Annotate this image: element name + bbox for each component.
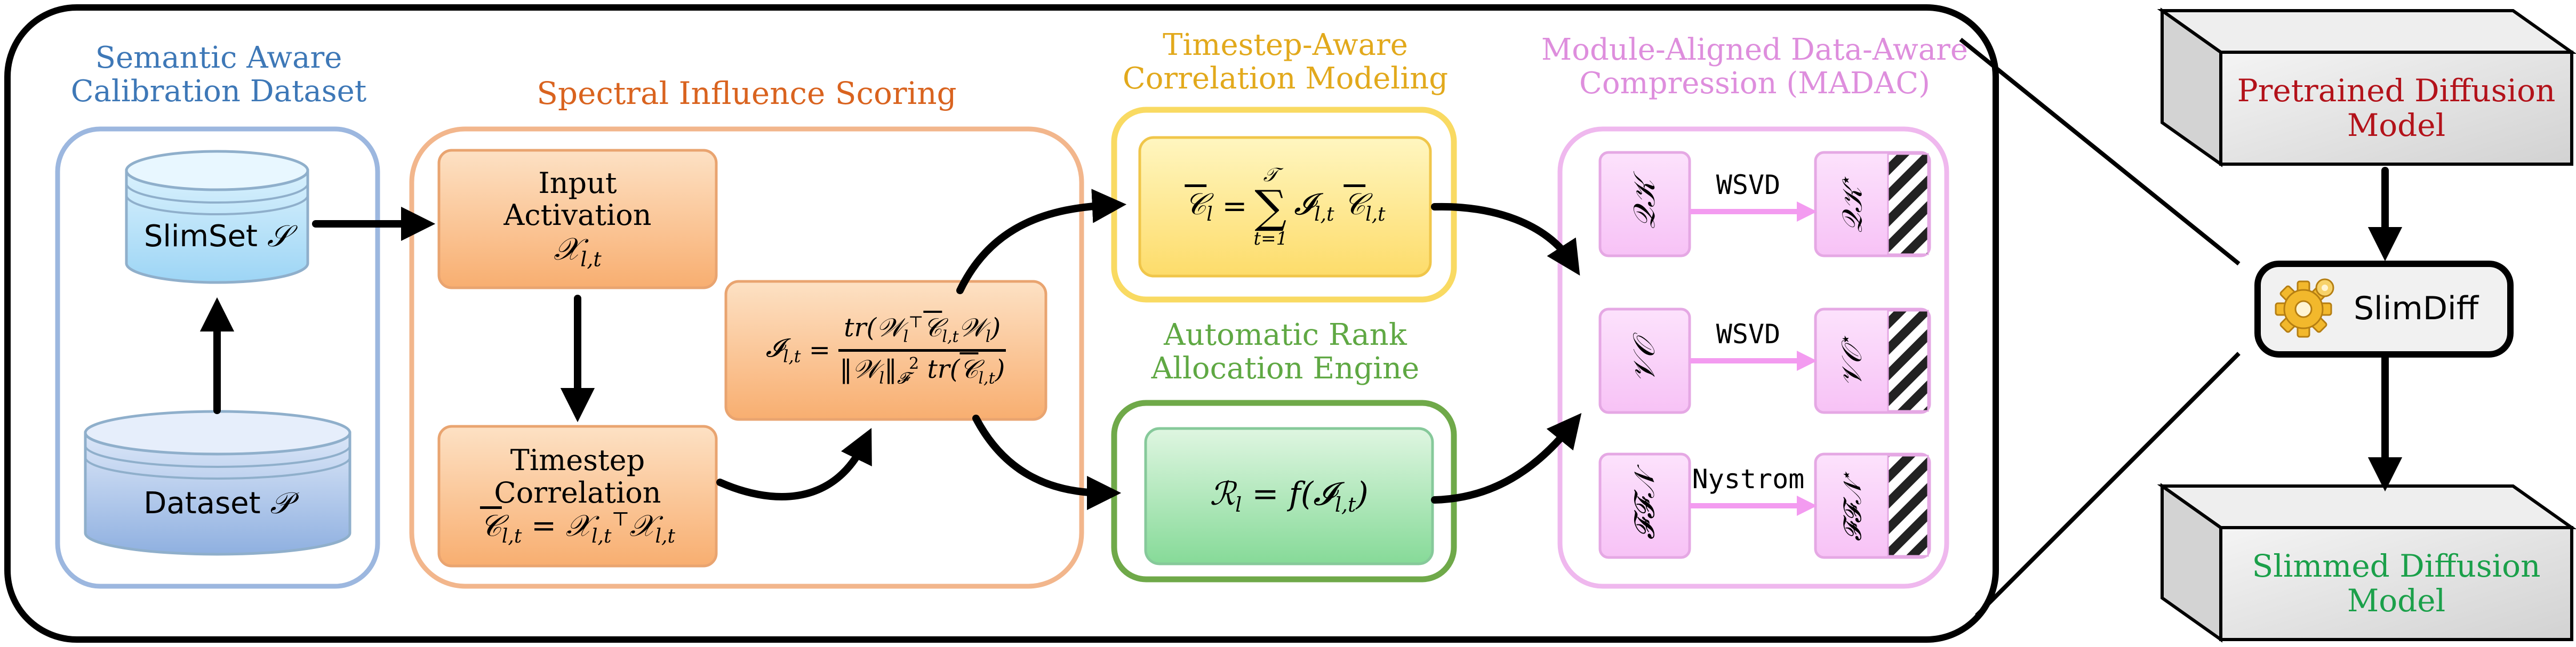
rank-title-line1: Automatic Rank xyxy=(1164,318,1407,353)
corr-line2: Correlation xyxy=(494,475,661,509)
module-qk-method: WSVD xyxy=(1716,169,1781,200)
slimmed-line1: Slimmed Diffusion xyxy=(2252,548,2541,585)
aggregate-terms: 𝓘l,t 𝒞l,t xyxy=(1294,187,1386,225)
module-ffn-output: 𝓕𝓕𝒩⋆ xyxy=(1836,471,1867,541)
aggregate-lhs: 𝒞l xyxy=(1185,187,1213,225)
slimmed-model-label: Slimmed Diffusion Model xyxy=(2221,528,2572,640)
zoom-line-bottom xyxy=(1975,352,2241,617)
madac-group-title: Module-Aligned Data-Aware Compression (M… xyxy=(1523,18,1987,116)
arrow-timestep-to-madac xyxy=(1431,203,1580,276)
module-vo-output: 𝒱𝒪⋆ xyxy=(1835,335,1869,387)
spectral-group-title: Spectral Influence Scoring xyxy=(469,67,1024,120)
rank-formula-text: ℛl = f(𝓘l,t) xyxy=(1146,428,1433,564)
timestep-correlation-text: Timestep Correlation 𝒞l,t = 𝒳l,t⊤𝒳l,t xyxy=(439,426,716,566)
semantic-title-line2: Calibration Dataset xyxy=(70,74,367,109)
influence-numerator: tr(𝒲l⊤𝒞l,t𝒲l) xyxy=(838,313,1006,352)
arrow-correlation-to-influence xyxy=(716,428,872,500)
rank-formula-node xyxy=(1144,427,1434,565)
influence-denominator: ‖𝒲l‖𝓕2 tr(𝒞l,t) xyxy=(839,354,1005,388)
module-qk-output: 𝒬𝒦⋆ xyxy=(1835,175,1869,233)
module-vo-method: WSVD xyxy=(1716,319,1781,350)
influence-fraction: tr(𝒲l⊤𝒞l,t𝒲l) ‖𝒲l‖𝓕2 tr(𝒞l,t) xyxy=(838,313,1006,387)
aggregate-formula-text: 𝒞l = 𝒯 ∑ t=1 𝓘l,t 𝒞l,t xyxy=(1140,138,1430,276)
aggregate-formula-node xyxy=(1138,136,1432,278)
dataset-label: Dataset 𝒫 xyxy=(85,469,350,538)
influence-eq: = xyxy=(809,335,830,365)
timestep-title-line1: Timestep-Aware xyxy=(1163,28,1408,63)
influence-formula-text: 𝓘l,t = tr(𝒲l⊤𝒞l,t𝒲l) ‖𝒲l‖𝓕2 tr(𝒞l,t) xyxy=(723,281,1049,419)
influence-lhs: 𝓘l,t xyxy=(765,333,801,367)
gear-icon xyxy=(2275,278,2334,338)
module-ffn-input: 𝓕𝓕𝒩 xyxy=(1628,472,1661,540)
input-line2: Activation xyxy=(503,198,652,232)
corr-line1: Timestep xyxy=(510,443,645,478)
spectral-title: Spectral Influence Scoring xyxy=(537,75,957,111)
input-var: 𝒳l,t xyxy=(554,230,602,271)
aggregate-eq: = xyxy=(1222,189,1247,224)
madac-modules xyxy=(1598,151,1931,559)
slimmed-model-box xyxy=(2157,483,2576,643)
slimdiff-label: SlimDiff xyxy=(2331,264,2501,354)
module-vo-input: 𝒱𝒪 xyxy=(1627,339,1662,383)
flow-arrows xyxy=(199,167,2403,511)
zoom-line-top xyxy=(1959,37,2241,266)
slimmed-line2: Model xyxy=(2347,583,2446,619)
input-line1: Input xyxy=(538,166,617,200)
timestep-title-line2: Correlation Modeling xyxy=(1122,61,1449,96)
slimset-text: SlimSet xyxy=(143,219,258,254)
module-ffn-method: Nystrom xyxy=(1692,464,1805,495)
corr-formula: 𝒞l,t = 𝒳l,t⊤𝒳l,t xyxy=(480,508,675,548)
dataset-symbol: 𝒫 xyxy=(270,486,292,521)
timestep-group-title: Timestep-Aware Correlation Modeling xyxy=(1099,18,1472,107)
madac-title-line2: Compression (MADAC) xyxy=(1579,66,1931,101)
semantic-title-line1: Semantic Aware xyxy=(95,41,342,76)
input-activation-node xyxy=(437,149,718,289)
slimset-cylinder xyxy=(125,150,309,284)
pretrained-line1: Pretrained Diffusion xyxy=(2237,72,2556,109)
rank-group-title: Automatic Rank Allocation Engine xyxy=(1099,308,1472,397)
rank-formula: ℛl = f(𝓘l,t) xyxy=(1210,475,1369,516)
rank-title-line2: Allocation Engine xyxy=(1151,351,1420,386)
slimset-label: SlimSet 𝒮 xyxy=(126,205,308,269)
dataset-cylinder xyxy=(84,410,351,556)
arrow-rank-to-madac xyxy=(1431,413,1582,504)
timestep-correlation-node xyxy=(437,425,718,568)
madac-title-line1: Module-Aligned Data-Aware xyxy=(1541,33,1969,68)
arrow-influence-to-timestep xyxy=(956,189,1127,294)
dataset-text: Dataset xyxy=(143,486,261,521)
slimset-symbol: 𝒮 xyxy=(267,219,291,254)
module-qk-input: 𝒬𝒦 xyxy=(1627,179,1662,229)
pretrained-model-box xyxy=(2157,7,2576,167)
slimdiff-text: SlimDiff xyxy=(2353,290,2479,328)
aggregate-sum: 𝒯 ∑ t=1 xyxy=(1253,164,1288,250)
input-activation-text: Input Activation 𝒳l,t xyxy=(439,150,716,288)
pretrained-line2: Model xyxy=(2347,107,2446,143)
arrow-influence-to-rank xyxy=(972,415,1122,511)
semantic-group-title: Semantic Aware Calibration Dataset xyxy=(32,30,405,120)
pretrained-model-label: Pretrained Diffusion Model xyxy=(2221,52,2572,164)
